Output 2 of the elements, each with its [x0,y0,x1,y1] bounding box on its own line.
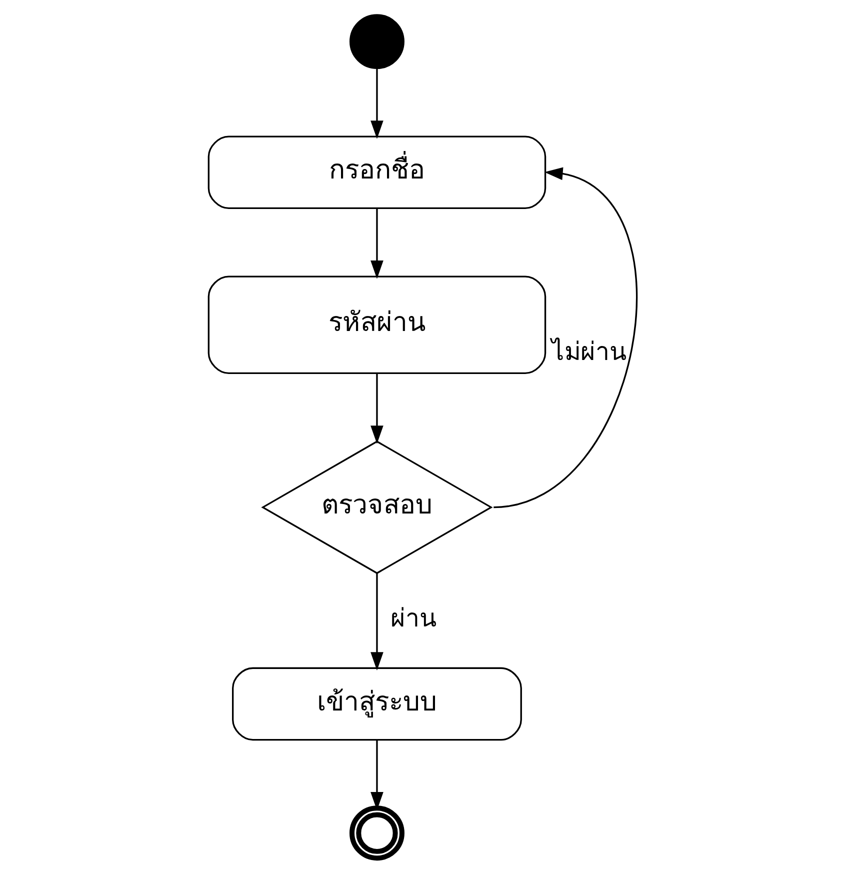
edge-label: ผ่าน [390,603,436,632]
edge-label: ไม่ผ่าน [551,337,626,366]
